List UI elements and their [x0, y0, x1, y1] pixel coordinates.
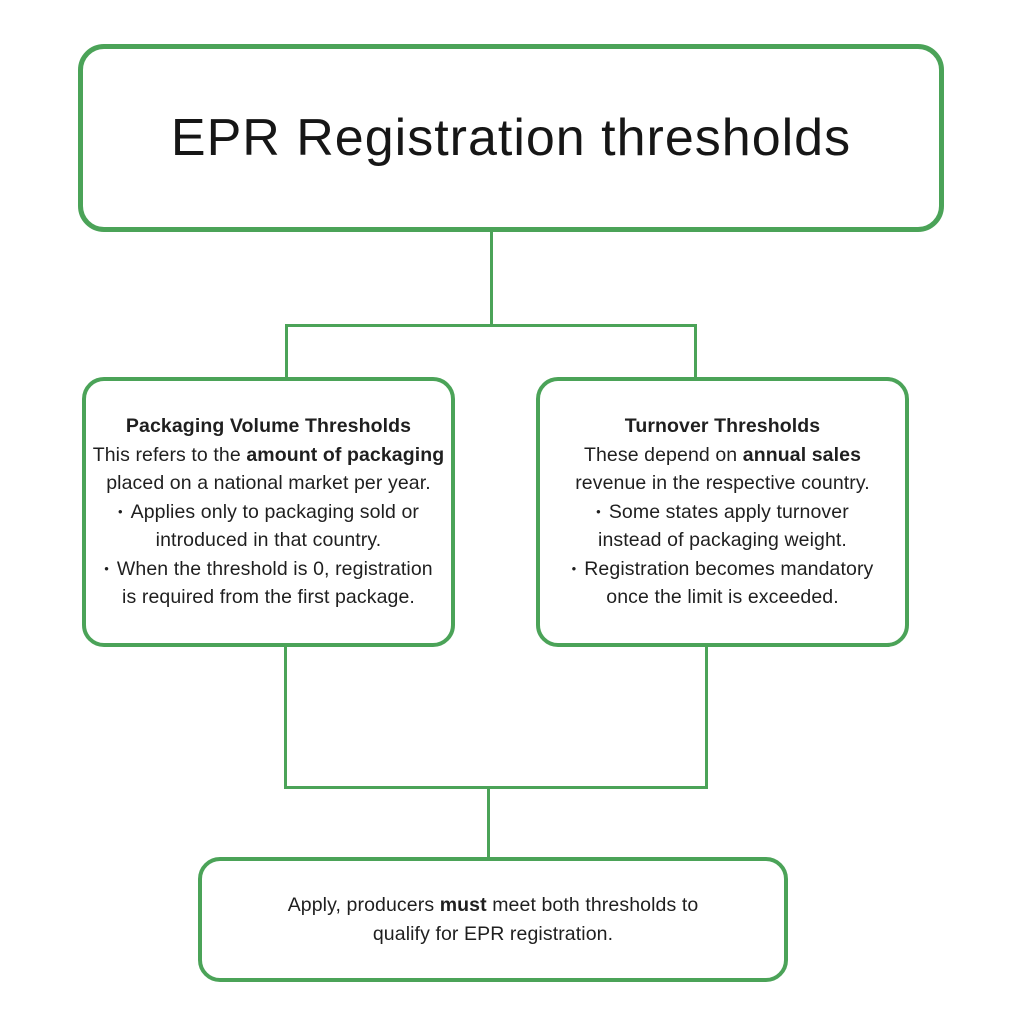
- turnover-heading: Turnover Thresholds: [624, 415, 821, 438]
- packaging-volume-heading: Packaging Volume Thresholds: [125, 415, 412, 438]
- diagram-title: EPR Registration thresholds: [170, 109, 852, 167]
- connector-top-stem: [490, 231, 493, 326]
- connector-split-left: [285, 324, 288, 379]
- bullet-dot: •: [104, 560, 109, 576]
- connector-split-horizontal: [285, 324, 697, 327]
- connector-split-right: [694, 324, 697, 379]
- bullet-dot: •: [596, 503, 601, 519]
- bullet-dot: •: [571, 560, 577, 576]
- turnover-content: Turnover Thresholds These depend on annu…: [542, 412, 903, 612]
- conclusion-content: Apply, producers must meet both threshol…: [202, 891, 784, 948]
- title-box: EPR Registration thresholds: [78, 44, 944, 232]
- packaging-volume-content: Packaging Volume Thresholds This refers …: [88, 412, 449, 612]
- conclusion-box: Apply, producers must meet both threshol…: [198, 857, 788, 982]
- conclusion-text: Apply, producers must meet both threshol…: [287, 894, 699, 945]
- connector-merge-right: [705, 645, 708, 789]
- turnover-box: Turnover Thresholds These depend on annu…: [536, 377, 909, 647]
- connector-merge-horizontal: [284, 786, 708, 789]
- bullet-dot: •: [117, 503, 123, 519]
- connector-merge-left: [284, 645, 287, 789]
- packaging-volume-box: Packaging Volume Thresholds This refers …: [82, 377, 455, 647]
- connector-bottom-stem: [487, 786, 490, 858]
